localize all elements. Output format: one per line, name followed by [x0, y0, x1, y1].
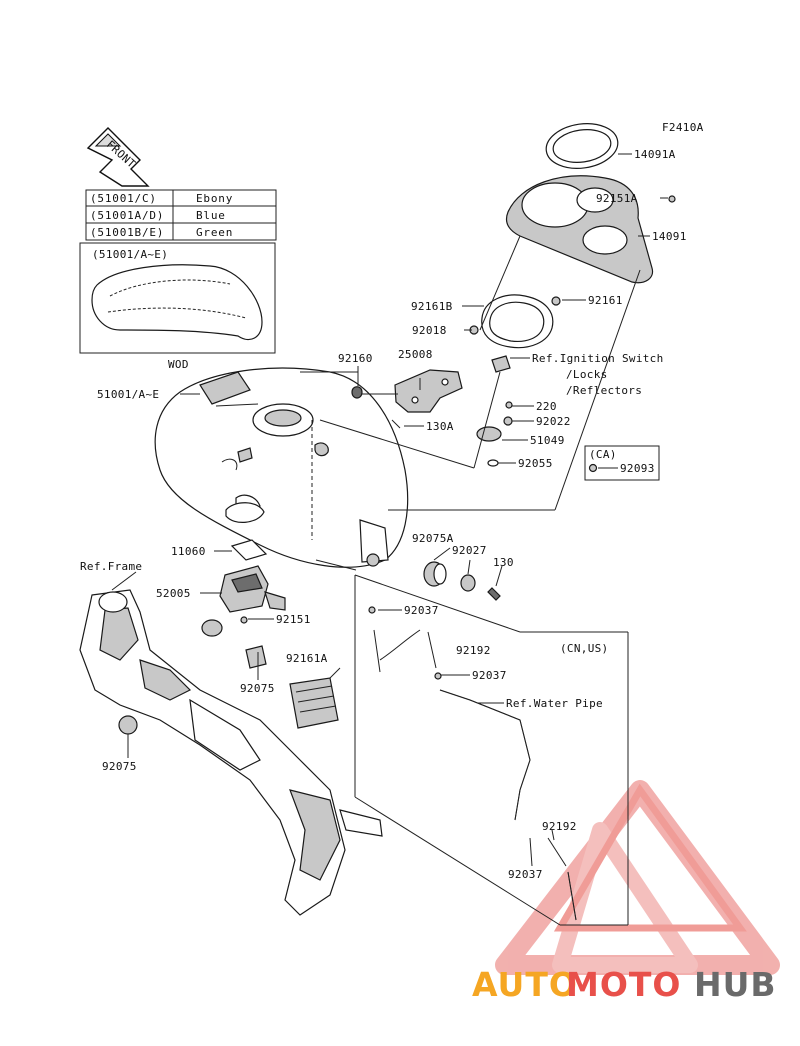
label-ref-ignition-switch: Ref.Ignition Switch — [532, 352, 664, 365]
label-51001: 51001/A~E — [97, 388, 159, 401]
inset-decal-box: (51001/A~E) — [79, 242, 276, 354]
watermark-text-hub: HUB — [694, 965, 777, 1004]
meter-ring-part — [545, 123, 619, 169]
label-92075-b: 92075 — [102, 760, 137, 773]
damper-92075-part — [245, 645, 267, 669]
label-92160: 92160 — [338, 352, 373, 365]
damper-92075A-part — [423, 561, 447, 587]
label-ref-locks: /Locks — [566, 368, 608, 381]
label-92161A: 92161A — [286, 652, 328, 665]
label-92018: 92018 — [412, 324, 447, 337]
mat-92161A-part — [289, 677, 339, 729]
label-92037-a: 92037 — [404, 604, 439, 617]
label-92161: 92161 — [588, 294, 623, 307]
fuel-pump-52005-part — [219, 565, 286, 613]
label-ca: (CA) — [589, 448, 617, 461]
label-92161B: 92161B — [411, 300, 453, 313]
label-92037-c: 92037 — [508, 868, 543, 881]
label-92075-a: 92075 — [240, 682, 275, 695]
label-cn-us: (CN,US) — [560, 642, 608, 655]
label-51049: 51049 — [530, 434, 565, 447]
label-11060: 11060 — [171, 545, 206, 558]
label-92151: 92151 — [276, 613, 311, 626]
label-92093: 92093 — [620, 462, 655, 475]
label-92192-a: 92192 — [456, 644, 491, 657]
watermark-text-moto: MOTO — [566, 965, 681, 1004]
label-14091A: 14091A — [634, 148, 676, 161]
watermark-text-auto: AUTO — [472, 965, 578, 1004]
color-table-color-1: Ebony — [196, 192, 233, 205]
label-92037-b: 92037 — [472, 669, 507, 682]
label-ref-frame: Ref.Frame — [80, 560, 142, 573]
meter-gasket-part — [481, 294, 554, 349]
label-52005: 52005 — [156, 587, 191, 600]
color-table-code-1: (51001/C) — [90, 192, 157, 205]
leader-lines — [111, 153, 668, 926]
label-92151A: 92151A — [596, 192, 638, 205]
label-130A: 130A — [426, 420, 454, 433]
water-pipe-part — [439, 689, 531, 821]
color-table-color-3: Green — [196, 226, 233, 239]
color-table-color-2: Blue — [196, 209, 226, 222]
label-220: 220 — [536, 400, 557, 413]
label-92192-b: 92192 — [542, 820, 577, 833]
label-130: 130 — [493, 556, 514, 569]
color-table-code-2: (51001A/D) — [90, 209, 164, 222]
label-92022: 92022 — [536, 415, 571, 428]
inset-title: (51001/A~E) — [92, 248, 168, 261]
color-table-code-3: (51001B/E) — [90, 226, 164, 239]
watermark-logo-icon — [495, 780, 780, 975]
meter-cover-part — [505, 175, 654, 284]
watermark-text: AUTO MOTO HUB — [472, 965, 777, 1004]
figure-code: F2410A — [662, 121, 704, 134]
cap-51049-part — [476, 426, 502, 442]
label-25008: 25008 — [398, 348, 433, 361]
bracket-25008-part — [394, 369, 463, 413]
label-92027: 92027 — [452, 544, 487, 557]
frame-part — [79, 589, 383, 916]
label-ref-reflectors: /Reflectors — [566, 384, 642, 397]
label-92075A: 92075A — [412, 532, 454, 545]
label-ref-water-pipe: Ref.Water Pipe — [506, 697, 603, 710]
label-14091: 14091 — [652, 230, 687, 243]
plug-part — [491, 355, 511, 373]
color-table: (51001/C) Ebony (51001A/D) Blue (51001B/… — [85, 189, 277, 241]
fuel-tank-part — [154, 367, 409, 568]
inset-caption: WOD — [168, 358, 189, 371]
front-arrow-icon: FRONT — [86, 127, 150, 187]
label-92055: 92055 — [518, 457, 553, 470]
